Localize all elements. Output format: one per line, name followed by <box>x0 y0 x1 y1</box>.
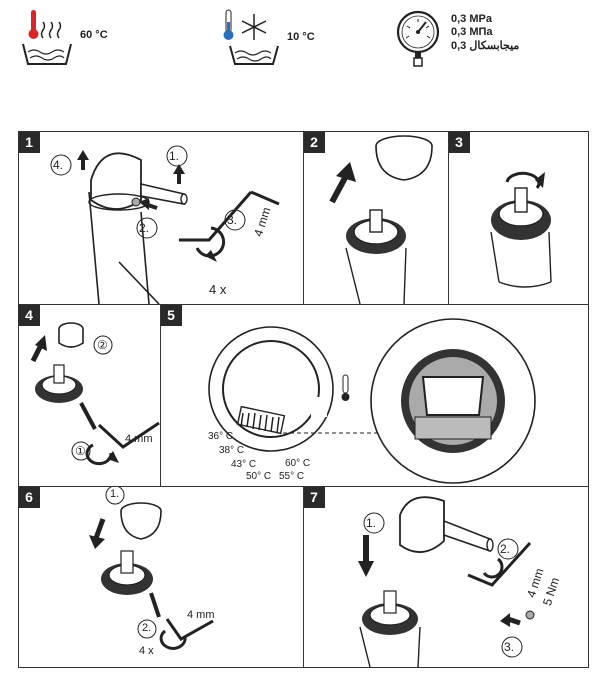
step-2-panel: 2 <box>303 131 449 305</box>
temp-label-38: 38° C <box>219 445 245 456</box>
callout-2: 2. <box>142 622 152 634</box>
callout-3: 3. <box>504 640 515 654</box>
step-5-illustration <box>208 318 536 484</box>
cold-temp-label: 10 °C <box>287 31 315 43</box>
temp-label-60: 60° C <box>285 458 311 469</box>
pressure-line-2: 0,3 MПa <box>451 26 493 38</box>
step-number: 2 <box>304 132 325 153</box>
callout-2: ② <box>97 338 108 352</box>
thermometer-snowflake-icon <box>223 9 279 65</box>
callout-4: 4. <box>53 158 64 172</box>
callout-3: 3. <box>227 213 238 227</box>
temp-label-50: 50° C <box>246 471 272 482</box>
step-4-panel: 4 ② ① 4 mm <box>18 304 161 487</box>
screw-count-label: 4 x <box>209 282 227 297</box>
temp-label-36: 36° C <box>208 431 234 442</box>
pressure-line-1: 0,3 MPa <box>451 13 492 25</box>
pressure-line-3: ميجابسكال 0,3 <box>451 40 520 52</box>
thermometer-hot-icon <box>22 10 72 65</box>
step-number: 7 <box>304 487 325 508</box>
step-4-illustration <box>30 322 160 466</box>
temp-label-55: 55° C <box>279 471 305 482</box>
step-7-illustration <box>358 496 535 667</box>
step-6-panel: 6 1. 2. 4 mm 4 x <box>18 486 304 668</box>
step-number: 5 <box>161 305 182 326</box>
step-number: 3 <box>449 132 470 153</box>
step-7-panel: 7 1. 2. 3. 4 mm 5 Nm <box>303 486 589 668</box>
screw-count-label: 4 x <box>139 645 154 657</box>
step-3-illustration <box>490 171 552 288</box>
callout-1: 1. <box>110 488 120 500</box>
callout-2: 2. <box>139 221 150 235</box>
hot-water-spec <box>18 8 128 68</box>
step-number: 4 <box>19 305 40 326</box>
callout-1: ① <box>75 444 86 458</box>
step-number: 1 <box>19 132 40 153</box>
step-5-panel: 5 36° C 38° C 43° C 50° C 55° C 60° C <box>160 304 589 487</box>
callout-1: 1. <box>366 516 377 530</box>
step-number: 6 <box>19 487 40 508</box>
step-6-illustration <box>89 487 214 650</box>
temp-label-43: 43° C <box>231 459 257 470</box>
tool-size-label: 4 mm <box>125 433 153 445</box>
callout-1: 1. <box>169 149 180 163</box>
hot-temp-label: 60 °C <box>80 29 108 41</box>
step-1-panel: 1 1. 4. 2. 3. 4 mm 4 x <box>18 131 304 305</box>
step-2-illustration <box>329 135 433 304</box>
callout-2: 2. <box>500 542 511 556</box>
tool-size-label: 4 mm <box>187 609 215 621</box>
step-1-illustration <box>50 145 280 304</box>
step-3-panel: 3 <box>448 131 589 305</box>
cold-water-spec <box>210 8 320 68</box>
pressure-gauge-icon <box>394 8 444 68</box>
